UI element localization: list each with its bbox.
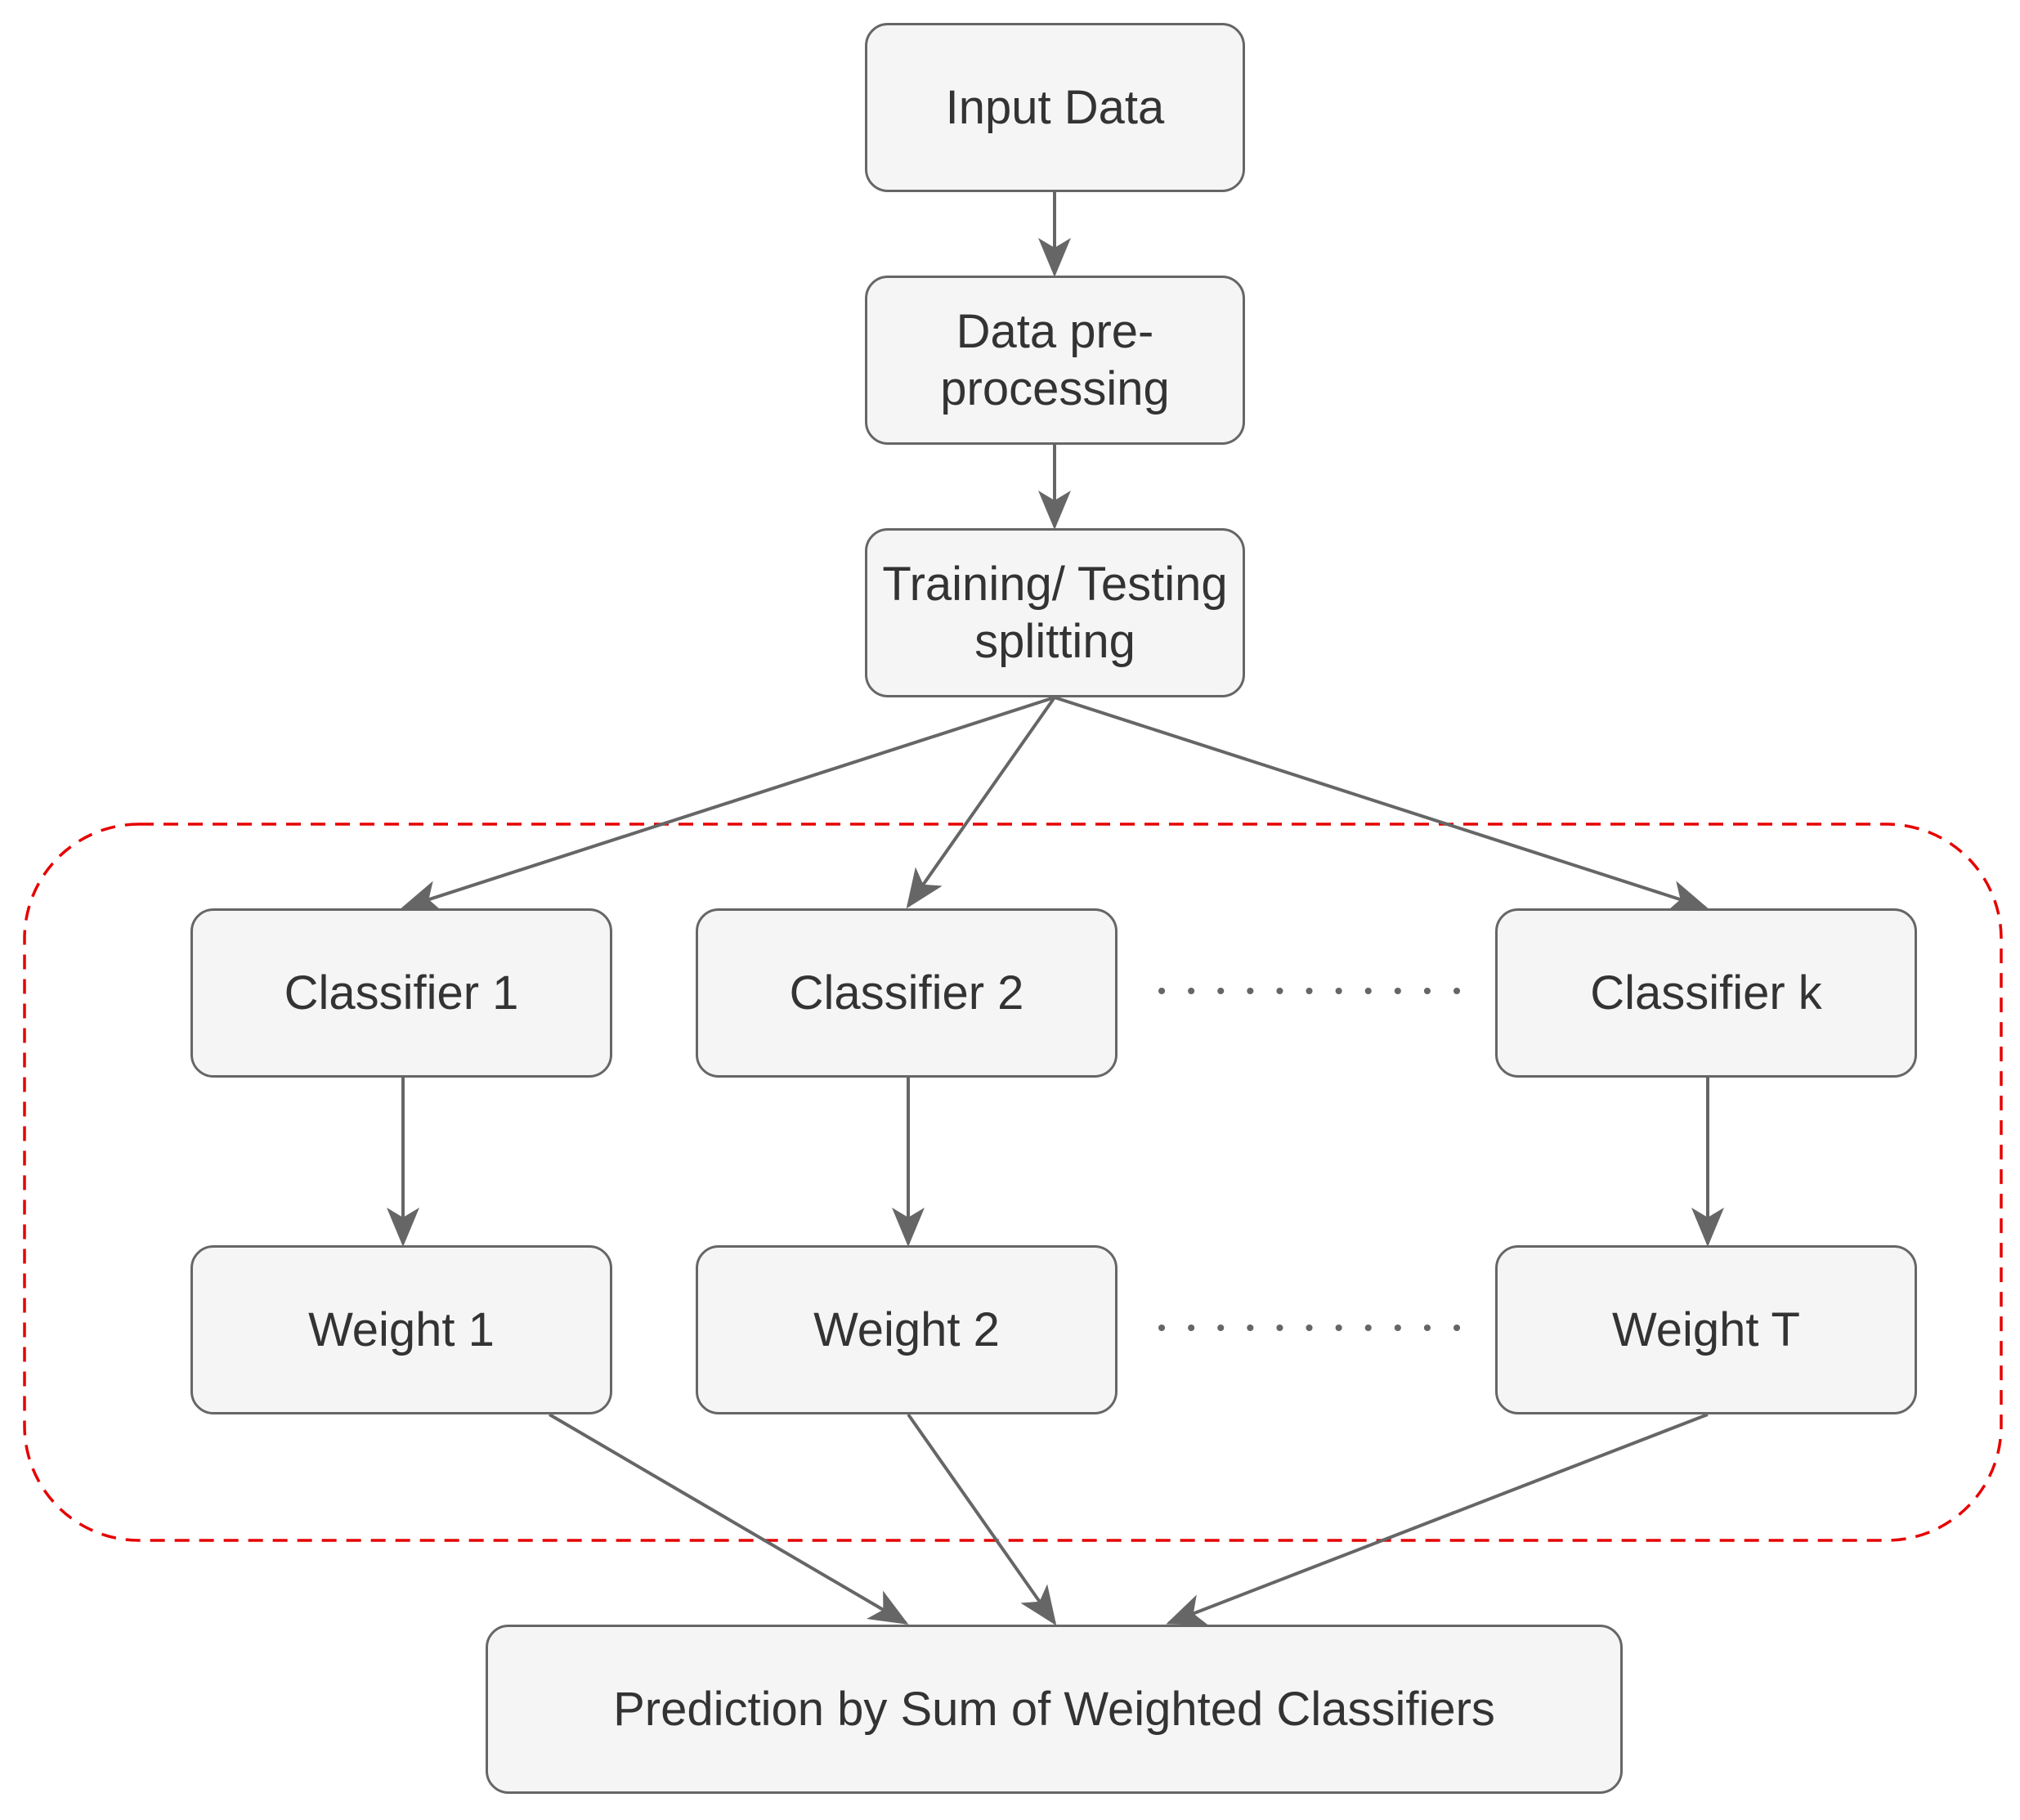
- ensemble-group-boundary: [23, 823, 2003, 1542]
- classifier-2-node: Classifier 2: [696, 908, 1117, 1078]
- arrow-weight-1-to-prediction: [548, 1413, 909, 1625]
- training-testing-split-node: Training/ Testing splitting: [865, 528, 1245, 697]
- input-data-node: Input Data: [865, 23, 1245, 192]
- weight-1-node: Weight 1: [190, 1245, 612, 1414]
- arrow-split-to-classifier-1: [401, 696, 1055, 912]
- arrow-split-to-classifier-k: [1054, 696, 1709, 912]
- classifier-k-node: Classifier k: [1495, 908, 1917, 1078]
- arrow-split-to-classifier-2: [906, 696, 1056, 909]
- classifier-1-node: Classifier 1: [190, 908, 612, 1078]
- weight-2-node: Weight 2: [696, 1245, 1117, 1414]
- arrow-weight-2-to-prediction: [907, 1413, 1057, 1626]
- data-preprocessing-node: Data pre- processing: [865, 276, 1245, 445]
- arrow-weight-t-to-prediction: [1166, 1413, 1709, 1625]
- weight-t-node: Weight T: [1495, 1245, 1917, 1414]
- prediction-node: Prediction by Sum of Weighted Classifier…: [486, 1625, 1623, 1794]
